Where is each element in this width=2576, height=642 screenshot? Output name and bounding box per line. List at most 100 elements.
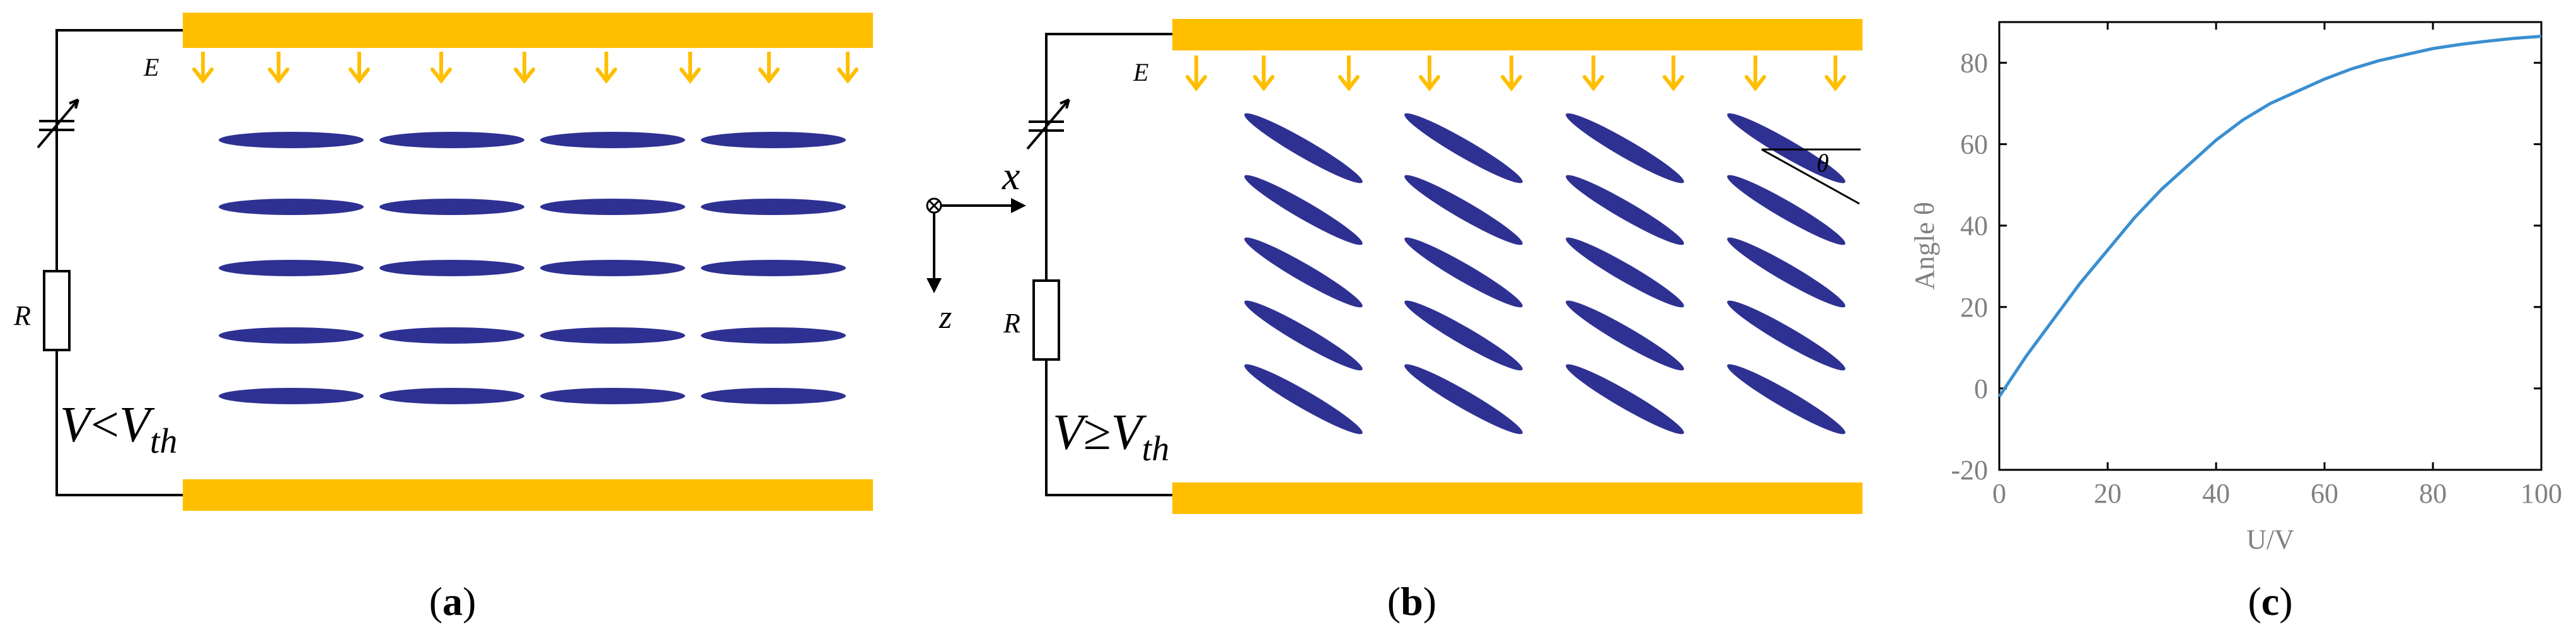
- top-electrode-plate: [1172, 19, 1863, 50]
- bottom-electrode-plate: [1172, 482, 1863, 514]
- condition-v: V: [60, 397, 96, 453]
- lc-molecule: [1566, 364, 1684, 435]
- panel-c-label: (c): [2248, 579, 2292, 624]
- lc-molecule: [219, 132, 364, 148]
- x-tick-label: 80: [2419, 478, 2447, 509]
- lc-molecule: [1727, 175, 1845, 245]
- field-arrow-icon: [837, 52, 858, 84]
- lc-molecule: [1244, 237, 1363, 308]
- lc-molecule: [219, 199, 364, 215]
- condition-threshold-base: V: [119, 397, 155, 453]
- field-arrows: [192, 52, 858, 84]
- series-line: [1997, 35, 2542, 398]
- bottom-electrode-plate: [183, 479, 873, 511]
- field-arrow-icon: [268, 52, 289, 84]
- field-arrow-icon: [758, 52, 780, 84]
- field-arrow-icon: [1583, 55, 1604, 91]
- field-arrow-icon: [596, 52, 617, 84]
- field-arrow-icon: [1745, 55, 1766, 91]
- field-arrow-icon: [1419, 55, 1440, 91]
- field-arrow-icon: [430, 52, 452, 84]
- condition-v: V: [1053, 405, 1089, 460]
- lc-molecule: [1404, 113, 1523, 184]
- field-arrow-icon: [679, 52, 701, 84]
- resistor-icon: [1032, 279, 1060, 361]
- top-electrode-plate: [183, 13, 873, 48]
- lc-molecule: [1244, 300, 1363, 371]
- y-tick-label: 80: [1960, 48, 1988, 79]
- lc-molecule: [379, 199, 524, 215]
- lc-molecule: [701, 327, 846, 344]
- resistor-icon: [43, 270, 71, 351]
- lc-molecule: [540, 132, 685, 148]
- field-arrow-icon: [192, 52, 214, 84]
- field-arrow-icon: [514, 52, 535, 84]
- lc-molecule: [540, 327, 685, 344]
- lc-molecule: [1244, 364, 1363, 435]
- lc-molecule: [1566, 237, 1684, 308]
- field-label: E: [1133, 58, 1148, 86]
- condition-operator: ≥: [1083, 405, 1111, 460]
- lc-molecule: [1244, 175, 1363, 245]
- field-label: E: [143, 53, 159, 81]
- tilt-angle-annotation: [1761, 148, 1861, 205]
- field-arrow-icon: [1186, 55, 1207, 91]
- lc-molecule: [540, 199, 685, 215]
- lc-molecules: [219, 132, 846, 404]
- lc-molecule: [540, 388, 685, 404]
- x-tick-label: 40: [2202, 478, 2230, 509]
- lc-molecule: [219, 327, 364, 344]
- variable-capacitor-icon: [1026, 98, 1070, 150]
- field-arrow-icon: [1825, 55, 1846, 91]
- z-axis-label: z: [939, 300, 952, 336]
- y-tick-label: 0: [1974, 373, 1988, 404]
- x-axis-title: U/V: [2246, 524, 2294, 555]
- field-arrow-icon: [1338, 55, 1360, 91]
- lc-molecule: [1727, 113, 1845, 184]
- field-arrow-icon: [1253, 55, 1274, 91]
- lc-molecule: [1727, 364, 1845, 435]
- y-tick-label: -20: [1951, 455, 1988, 486]
- field-arrow-icon: [1501, 55, 1522, 91]
- lc-molecule: [540, 260, 685, 276]
- lc-molecule: [1566, 300, 1684, 371]
- panel-b: R E x z θ V≥Vth (b): [926, 19, 1863, 624]
- coordinate-axes: x z: [926, 153, 1026, 336]
- lc-molecule: [1404, 175, 1523, 245]
- condition-operator: <: [91, 397, 119, 453]
- field-arrow-icon: [1663, 55, 1684, 91]
- lc-molecule: [1244, 113, 1363, 184]
- lc-molecule: [379, 260, 524, 276]
- panel-a-label: (a): [429, 579, 477, 624]
- x-axis-arrowhead: [1011, 198, 1026, 213]
- circuit-wire: [55, 29, 183, 496]
- field-arrows: [1186, 55, 1846, 91]
- lc-molecule: [219, 260, 364, 276]
- z-axis-arrowhead: [927, 278, 942, 293]
- lc-molecule: [701, 388, 846, 404]
- x-tick-label: 60: [2311, 478, 2338, 509]
- y-tick-label: 60: [1960, 129, 1988, 160]
- condition-threshold-sub: th: [1142, 429, 1170, 469]
- lc-molecule: [379, 388, 524, 404]
- x-tick-label: 100: [2521, 478, 2562, 509]
- lc-molecule: [1727, 300, 1845, 371]
- resistor-label: R: [13, 300, 31, 331]
- lc-molecule: [379, 132, 524, 148]
- plot-frame: [1998, 21, 2543, 471]
- lc-molecule: [1566, 113, 1684, 184]
- tilt-angle-label: θ: [1816, 149, 1829, 177]
- lc-molecules: [1244, 113, 1845, 435]
- field-arrow-icon: [349, 52, 370, 84]
- lc-molecule: [701, 260, 846, 276]
- lc-molecule: [219, 388, 364, 404]
- lc-molecule: [1404, 237, 1523, 308]
- variable-capacitor-icon: [37, 98, 79, 149]
- voltage-condition-label: V≥Vth: [1053, 405, 1169, 469]
- y-tick-label: 40: [1960, 211, 1988, 242]
- lc-molecule: [1404, 364, 1523, 435]
- x-tick-label: 20: [2094, 478, 2122, 509]
